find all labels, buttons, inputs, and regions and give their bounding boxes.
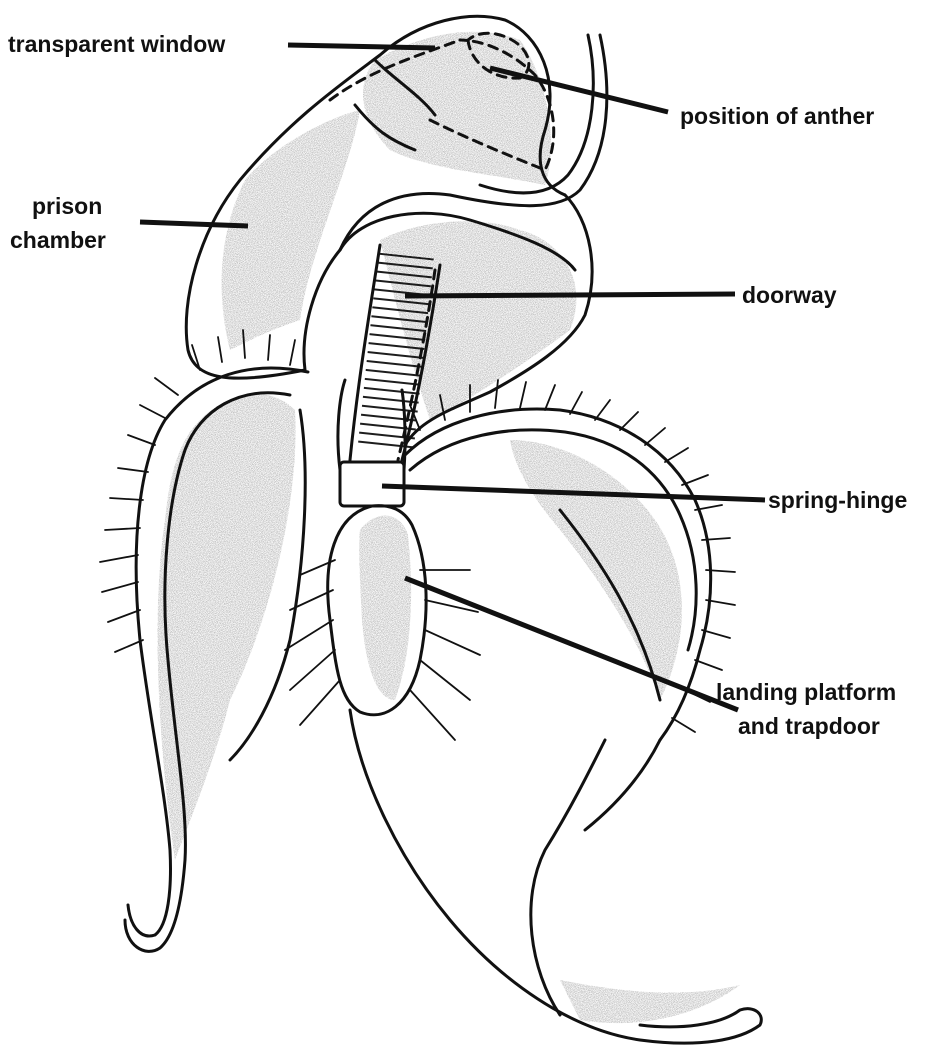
leader-transparent-window [288,45,435,48]
label-prison-chamber-line2: chamber [10,227,106,253]
label-landing-platform-line2: and trapdoor [738,713,880,739]
label-landing-platform-line1: landing platform [716,679,896,705]
label-prison-chamber-line1: prison [32,193,102,219]
leader-doorway [405,294,735,296]
label-transparent-window: transparent window [8,31,225,57]
label-position-of-anther: position of anther [680,103,874,129]
shading [158,32,740,1023]
label-doorway: doorway [742,282,837,308]
label-spring-hinge: spring-hinge [768,487,907,513]
